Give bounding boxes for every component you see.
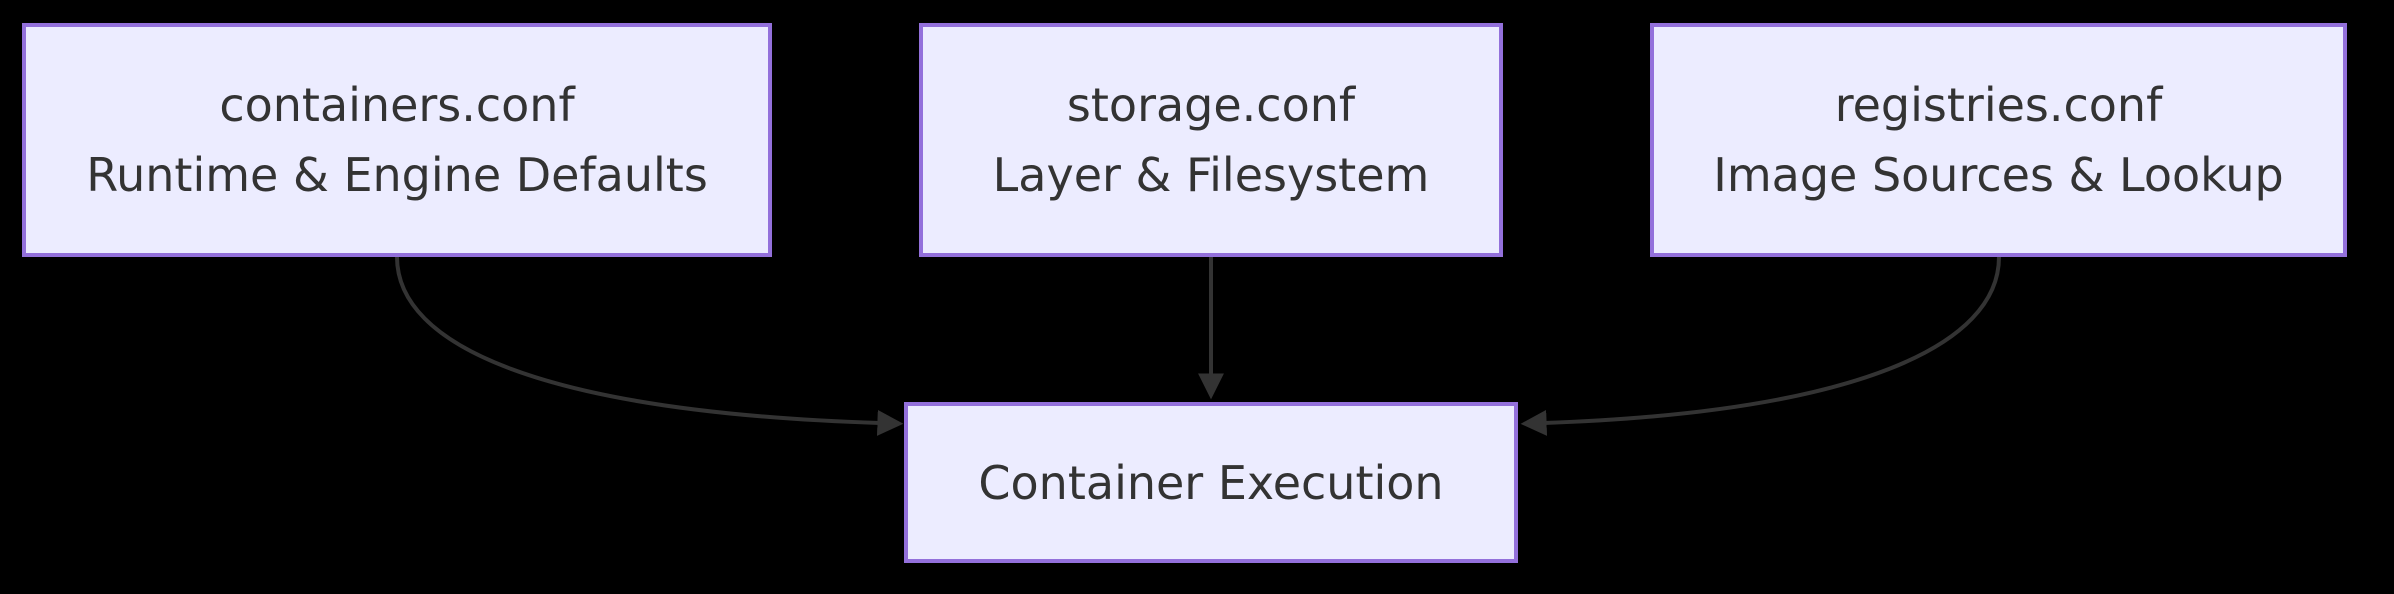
node-storage-conf-title: storage.conf — [1066, 78, 1356, 132]
node-container-execution: Container Execution — [904, 402, 1518, 563]
node-registries-conf: registries.conf Image Sources & Lookup — [1650, 23, 2347, 257]
edge-containers-to-execution — [395, 256, 904, 436]
node-registries-conf-subtitle: Image Sources & Lookup — [1713, 148, 2284, 202]
edge-registries-to-execution — [1520, 256, 2001, 436]
node-containers-conf: containers.conf Runtime & Engine Default… — [22, 23, 772, 257]
node-containers-conf-subtitle: Runtime & Engine Defaults — [86, 148, 708, 202]
node-storage-conf-subtitle: Layer & Filesystem — [992, 148, 1430, 202]
node-storage-conf: storage.conf Layer & Filesystem — [919, 23, 1503, 257]
node-registries-conf-title: registries.conf — [1834, 78, 2163, 132]
node-container-execution-label: Container Execution — [978, 455, 1444, 510]
node-containers-conf-title: containers.conf — [219, 78, 575, 132]
